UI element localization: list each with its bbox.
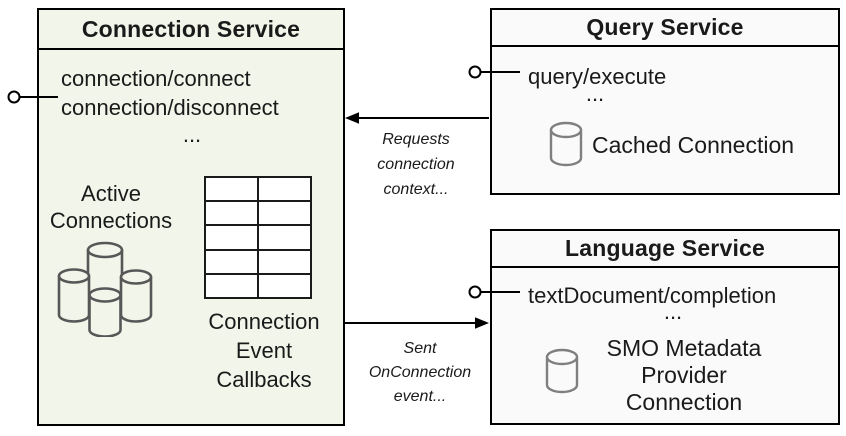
- connection-methods-ellipsis: ...: [182, 122, 202, 147]
- query-method-ellipsis: ...: [585, 81, 605, 106]
- active-connections-label: Active Connections: [49, 181, 173, 233]
- callback-table-cell: [206, 178, 257, 201]
- requests-context-arrow: [345, 112, 489, 124]
- language-method: textDocument/completion: [528, 283, 777, 308]
- smo-database-icon: [545, 348, 579, 399]
- callback-table-cell: [206, 250, 257, 273]
- callback-table-cell: [259, 178, 310, 201]
- database-cluster-icon: [50, 237, 160, 342]
- cached-connection-database-icon: [549, 121, 583, 172]
- connection-service-title: Connection Service: [39, 10, 343, 50]
- callback-table-cell: [259, 226, 310, 249]
- onconnection-event-arrow: [345, 317, 489, 329]
- sent-onconnection-note: Sent OnConnection event...: [368, 340, 472, 405]
- callback-table-cell: [259, 274, 310, 297]
- callback-table-cell: [259, 250, 310, 273]
- connection-methods-list: connection/connect connection/disconnect: [61, 66, 279, 120]
- callback-table: [204, 176, 312, 299]
- callback-table-cell: [259, 202, 310, 225]
- query-service-box: Query Service: [490, 8, 840, 195]
- language-service-title: Language Service: [492, 231, 838, 268]
- query-service-title: Query Service: [492, 10, 838, 47]
- cached-connection-label: Cached Connection: [592, 132, 795, 158]
- requests-connection-note: Requests connection context...: [377, 131, 455, 198]
- callback-table-cell: [206, 274, 257, 297]
- smo-connection-label: SMO Metadata Provider Connection: [606, 335, 762, 415]
- language-method-ellipsis: ...: [663, 299, 683, 324]
- language-service-box: Language Service: [490, 229, 840, 425]
- callback-table-cell: [206, 226, 257, 249]
- query-method: query/execute: [528, 64, 667, 89]
- callback-table-cell: [206, 202, 257, 225]
- callbacks-label: Connection Event Callbacks: [208, 309, 320, 392]
